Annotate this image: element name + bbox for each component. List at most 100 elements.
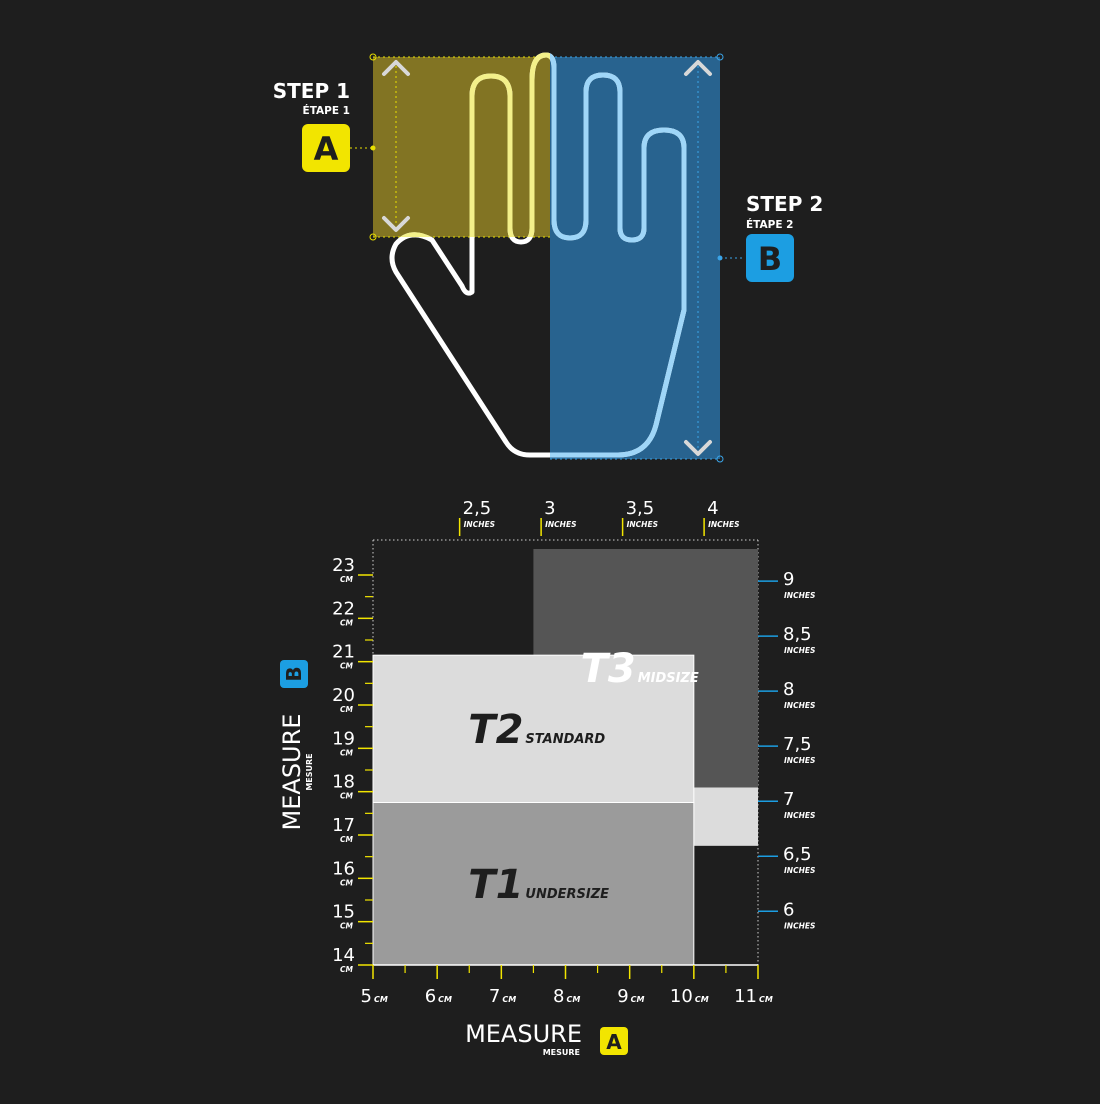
size-code-t1: T1 [468, 862, 523, 908]
x-tick-unit-inch: INCHES [627, 520, 658, 529]
y-axis-badge-letter: B [282, 666, 306, 681]
y-tick-unit-inch: INCHES [784, 921, 815, 930]
x-tick-label-cm: 6 [425, 986, 436, 1007]
size-zones [372, 549, 758, 966]
x-tick-unit-inch: INCHES [545, 520, 576, 529]
y-tick-unit-inch: INCHES [784, 756, 815, 765]
x-tick-label-cm: 5 [361, 986, 372, 1007]
step-1-label: STEP 1 ÉTAPE 1 A [273, 79, 350, 172]
x-tick-unit-cm: CM [502, 995, 516, 1004]
y-tick-unit-inch: INCHES [784, 701, 815, 710]
y-axis-title-group: MEASURE MESURE B [278, 660, 314, 830]
y-tick-label-inch: 7,5 [783, 734, 812, 755]
chevron-down-icon [684, 440, 712, 456]
x-tick-unit-cm: CM [695, 995, 709, 1004]
x-tick-label-inch: 2,5 [463, 498, 492, 519]
x-axis-subtitle: MESURE [543, 1048, 580, 1057]
y-tick-label-cm: 19 [332, 728, 355, 749]
y-tick-label-cm: 20 [332, 685, 355, 706]
y-tick-label-cm: 18 [332, 772, 355, 793]
y-tick-unit-inch: INCHES [784, 811, 815, 820]
y-tick-label-inch: 8,5 [783, 624, 812, 645]
y-tick-unit-cm: CM [340, 965, 354, 974]
y-tick-unit-cm: CM [340, 705, 354, 714]
x-tick-unit-inch: INCHES [708, 520, 739, 529]
badge-a-letter: A [314, 130, 339, 168]
chevron-up-icon [684, 60, 712, 76]
y-tick-unit-cm: CM [340, 618, 354, 627]
size-name-t1: UNDERSIZE [525, 887, 609, 902]
x-tick-unit-inch: INCHES [464, 520, 495, 529]
x-tick-label-cm: 11 [734, 986, 757, 1007]
y-tick-unit-cm: CM [340, 922, 354, 931]
step-2-subtitle: ÉTAPE 2 [746, 218, 793, 231]
y-tick-label-cm: 23 [332, 555, 355, 576]
measure-a-guides [350, 56, 550, 238]
x-tick-label-inch: 3 [544, 498, 555, 519]
size-zone-t2 [372, 654, 695, 804]
y-tick-unit-cm: CM [340, 878, 354, 887]
size-name-t3: MIDSIZE [638, 671, 699, 686]
y-tick-unit-cm: CM [340, 748, 354, 757]
y-tick-unit-cm: CM [340, 575, 354, 584]
y-tick-label-inch: 8 [783, 679, 794, 700]
x-tick-label-inch: 3,5 [626, 498, 655, 519]
x-axis-title-group: MEASURE MESURE A [465, 1020, 628, 1057]
chart-ticks [358, 518, 778, 979]
size-code-t2: T2 [468, 707, 523, 753]
y-axis-badge [280, 660, 308, 688]
badge-b [746, 234, 794, 282]
size-zone-t1 [372, 802, 695, 966]
y-tick-label-inch: 6 [783, 899, 794, 920]
badge-a [302, 124, 350, 172]
step-2-title: STEP 2 [746, 192, 823, 216]
x-axis-badge [600, 1027, 628, 1055]
y-tick-label-inch: 6,5 [783, 844, 812, 865]
x-tick-unit-cm: CM [631, 995, 645, 1004]
size-zone-extra [693, 787, 758, 846]
x-tick-label-cm: 9 [617, 986, 628, 1007]
y-tick-label-cm: 16 [332, 858, 355, 879]
y-tick-unit-cm: CM [340, 662, 354, 671]
y-tick-label-inch: 7 [783, 789, 794, 810]
x-axis-badge-letter: A [606, 1030, 622, 1054]
size-name-t2: STANDARD [525, 732, 605, 747]
chevron-up-icon [382, 60, 410, 76]
hand-illustration [350, 52, 745, 463]
y-tick-label-cm: 15 [332, 902, 355, 923]
y-tick-label-cm: 14 [332, 945, 355, 966]
x-tick-label-cm: 10 [670, 986, 693, 1007]
y-tick-unit-inch: INCHES [784, 646, 815, 655]
x-tick-unit-cm: CM [759, 995, 773, 1004]
x-tick-unit-cm: CM [567, 995, 581, 1004]
measure-a-zone [373, 57, 550, 237]
x-tick-label-inch: 4 [707, 498, 718, 519]
measure-b-zone [550, 57, 720, 459]
y-tick-unit-cm: CM [340, 835, 354, 844]
measure-b-guides [550, 56, 745, 460]
step-1-title: STEP 1 [273, 79, 350, 103]
y-tick-label-inch: 9 [783, 569, 794, 590]
x-tick-unit-cm: CM [374, 995, 388, 1004]
x-axis-title: MEASURE [465, 1020, 582, 1048]
x-tick-unit-cm: CM [438, 995, 452, 1004]
y-tick-label-cm: 21 [332, 642, 355, 663]
x-tick-label-cm: 8 [553, 986, 564, 1007]
y-axis-subtitle: MESURE [305, 753, 314, 790]
step-2-label: STEP 2 ÉTAPE 2 B [746, 192, 823, 282]
y-tick-label-cm: 22 [332, 598, 355, 619]
step-1-subtitle: ÉTAPE 1 [303, 104, 350, 117]
guide-dots [369, 53, 724, 463]
y-tick-label-cm: 17 [332, 815, 355, 836]
chevron-down-icon [382, 216, 410, 232]
y-tick-unit-inch: INCHES [784, 591, 815, 600]
y-axis-title: MEASURE [278, 714, 306, 831]
y-tick-unit-inch: INCHES [784, 866, 815, 875]
size-code-t3: T3 [581, 646, 636, 692]
hand-outline-zone-b [550, 53, 687, 458]
badge-b-letter: B [758, 240, 782, 278]
